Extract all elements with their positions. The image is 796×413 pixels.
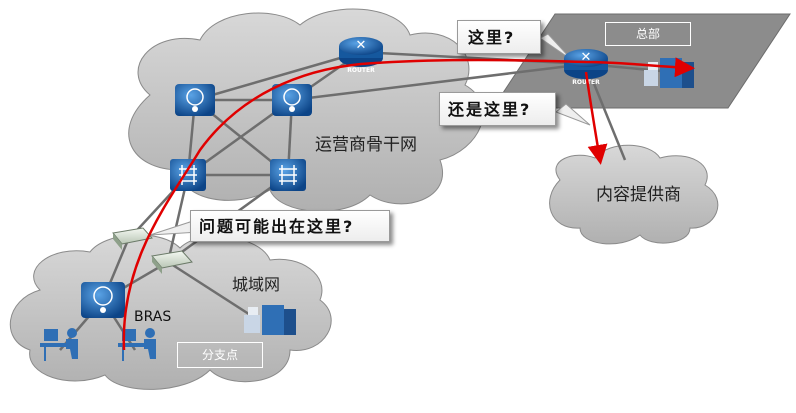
metro-label: 城域网: [232, 275, 280, 294]
backbone-router-icon: ✕ ROUTER: [339, 37, 383, 74]
callout-or-here: 还是这里?: [439, 92, 556, 126]
branch-label: 分支点: [177, 342, 263, 368]
datacenter-switch-right-icon: [270, 159, 306, 191]
core-router-right-icon: [272, 84, 312, 116]
callout-or-here-pointer: [555, 103, 591, 126]
content-provider-label: 内容提供商: [596, 185, 681, 205]
branch-user-left-icon: [40, 328, 78, 361]
access-switch-upper-icon: [112, 227, 153, 250]
router-label: ROUTER: [572, 79, 600, 86]
traffic-path-branch-arrow: [584, 71, 608, 165]
svg-text:✕: ✕: [581, 50, 592, 65]
callout-here: 这里?: [457, 20, 541, 54]
traffic-path-arrow: [122, 57, 695, 351]
bras-router-icon: [81, 282, 125, 318]
bras-label: BRAS: [134, 309, 171, 325]
router-label: ROUTER: [347, 67, 375, 74]
hq-label: 总部: [605, 22, 691, 46]
svg-text:✕: ✕: [356, 38, 367, 53]
metro-server-icon: [244, 305, 296, 335]
core-router-left-icon: [175, 84, 215, 116]
callout-here-pointer: [539, 33, 573, 61]
branch-user-right-icon: [118, 328, 156, 361]
access-switch-lower-icon: [151, 250, 193, 274]
hq-platform: [492, 13, 791, 109]
callout-problem-here: 问题可能出在这里?: [190, 210, 390, 242]
hq-server-icon: [644, 58, 694, 88]
backbone-label: 运营商骨干网: [315, 135, 417, 155]
datacenter-switch-left-icon: [170, 159, 206, 191]
